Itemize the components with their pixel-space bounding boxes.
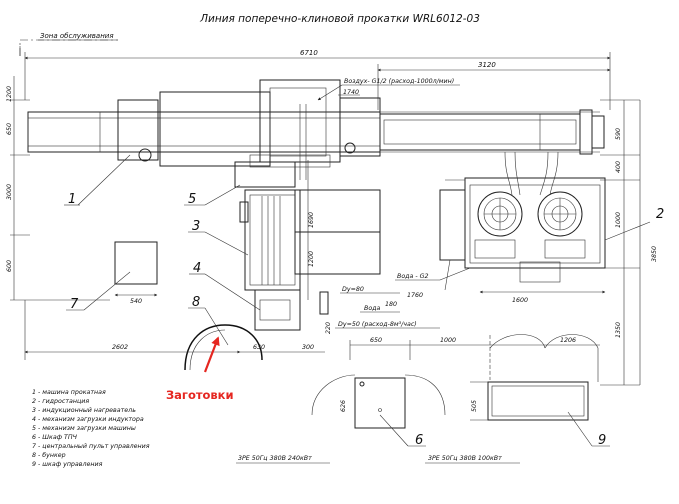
dim-1740: 1740 bbox=[343, 89, 359, 96]
legend-item-9: 9 - шкаф управления bbox=[32, 461, 103, 468]
dim-590: 590 bbox=[615, 128, 622, 140]
dim-505: 505 bbox=[471, 400, 478, 412]
dim-650b: 650 bbox=[370, 337, 382, 344]
dim-3120: 3120 bbox=[478, 61, 496, 69]
air-label: Воздух- G1/2 (расход-1000л/мин) bbox=[344, 78, 454, 85]
billets-label: Заготовки bbox=[166, 388, 234, 402]
right-vertical-dims: 590 400 1000 3850 1350 bbox=[600, 99, 658, 386]
shaft-detail bbox=[249, 104, 331, 180]
legend-item-4: 4 - механизм загрузки индуктора bbox=[32, 416, 144, 423]
dim-1690: 1690 bbox=[308, 212, 315, 228]
water-label-1: Вода - G2 bbox=[397, 273, 429, 280]
dim-1200: 1200 bbox=[6, 86, 13, 102]
callout-4: 4 bbox=[189, 261, 261, 311]
legend-item-1: 1 - машина прокатная bbox=[32, 389, 106, 396]
power-9: 3PE 50Гц 380В 100кВт bbox=[428, 455, 502, 462]
central-panel-outline: 540 bbox=[114, 241, 158, 305]
power-6: 3PE 50Гц 380В 240кВт bbox=[238, 455, 312, 462]
hydraulic-station bbox=[439, 151, 606, 291]
dim-1206: 1206 bbox=[560, 337, 576, 344]
callouts: 1 2 3 4 5 6 7 bbox=[64, 154, 664, 448]
dimension-6710: 6710 bbox=[24, 49, 611, 110]
rolling-machine-line bbox=[27, 79, 605, 180]
dim-3850: 3850 bbox=[651, 246, 658, 262]
power-notes: 3PE 50Гц 380В 240кВт 3PE 50Гц 380В 100кВ… bbox=[236, 455, 520, 464]
dim-2602: 2602 bbox=[112, 344, 128, 351]
du80-label: Dy=80 bbox=[342, 286, 364, 293]
legend: 1 - машина прокатная 2 - гидростанция 3 … bbox=[32, 389, 150, 468]
dim-650-left: 650 bbox=[6, 123, 13, 135]
dim-626: 626 bbox=[340, 400, 347, 412]
left-vertical-dims: 1200 650 3000 600 bbox=[6, 76, 110, 301]
callout-2: 2 bbox=[604, 207, 664, 241]
legend-item-5: 5 - механизм загрузки машины bbox=[32, 425, 136, 432]
callout-1: 1 bbox=[64, 154, 131, 207]
svg-text:3: 3 bbox=[192, 219, 200, 234]
legend-item-6: 6 - Шкаф ТПЧ bbox=[32, 434, 78, 441]
dim-300: 300 bbox=[302, 344, 314, 351]
svg-text:5: 5 bbox=[188, 192, 196, 207]
dim-3000: 3000 bbox=[6, 184, 13, 200]
callout-7: 7 bbox=[66, 271, 131, 312]
air-supply-note: Воздух- G1/2 (расход-1000л/мин) 1740 bbox=[317, 78, 460, 101]
dim-6710: 6710 bbox=[300, 49, 318, 57]
du50-label: Dy=50 (расход-8м³/час) bbox=[338, 321, 417, 328]
callout-9: 9 bbox=[567, 411, 610, 448]
dim-1350: 1350 bbox=[615, 322, 622, 338]
legend-item-7: 7 - центральный пульт управления bbox=[32, 443, 150, 450]
dim-400: 400 bbox=[615, 161, 622, 173]
svg-text:7: 7 bbox=[70, 297, 79, 312]
callout-5: 5 bbox=[184, 184, 241, 207]
dim-600-left: 600 bbox=[6, 260, 13, 272]
billets-marker: Заготовки bbox=[166, 336, 234, 402]
induction-heater: 1690 1200 220 bbox=[234, 160, 381, 334]
svg-text:1: 1 bbox=[68, 192, 76, 207]
dim-220: 220 bbox=[325, 322, 332, 334]
svg-text:6: 6 bbox=[415, 433, 423, 448]
dim-1000b: 1000 bbox=[440, 337, 456, 344]
cabinets-area: 650 1000 1206 626 505 bbox=[311, 334, 600, 429]
hopper bbox=[184, 324, 263, 371]
dimension-2602: 2602 630 300 bbox=[24, 300, 325, 360]
callout-3: 3 bbox=[188, 219, 249, 256]
water-notes: Вода - G2 Dy=80 1760 Вода 180 Dy=50 (рас… bbox=[335, 267, 471, 329]
dimension-1600: 1600 bbox=[479, 290, 606, 304]
svg-text:2: 2 bbox=[656, 207, 664, 222]
legend-item-2: 2 - гидростанция bbox=[32, 398, 89, 405]
dim-630: 630 bbox=[253, 344, 265, 351]
zone-label: Зона обслуживания bbox=[40, 32, 114, 40]
svg-text:9: 9 bbox=[598, 433, 606, 448]
dim-1600: 1600 bbox=[512, 297, 528, 304]
service-zone: Зона обслуживания bbox=[19, 32, 118, 56]
callout-8: 8 bbox=[188, 295, 229, 346]
dim-1000: 1000 bbox=[615, 212, 622, 228]
dim-180: 180 bbox=[385, 301, 397, 308]
dim-1760: 1760 bbox=[407, 292, 423, 299]
water-label-2: Вода bbox=[364, 305, 381, 312]
svg-text:8: 8 bbox=[192, 295, 200, 310]
dim-1200b: 1200 bbox=[308, 251, 315, 267]
legend-item-3: 3 - индукционный нагреватель bbox=[32, 407, 136, 414]
legend-item-8: 8 - бункер bbox=[32, 451, 66, 459]
dim-540: 540 bbox=[130, 298, 142, 305]
svg-text:4: 4 bbox=[193, 261, 201, 276]
drawing-title: Линия поперечно-клиновой прокатки WRL601… bbox=[199, 13, 480, 25]
dimension-3120: 3120 bbox=[377, 61, 611, 110]
callout-6: 6 bbox=[379, 414, 426, 448]
